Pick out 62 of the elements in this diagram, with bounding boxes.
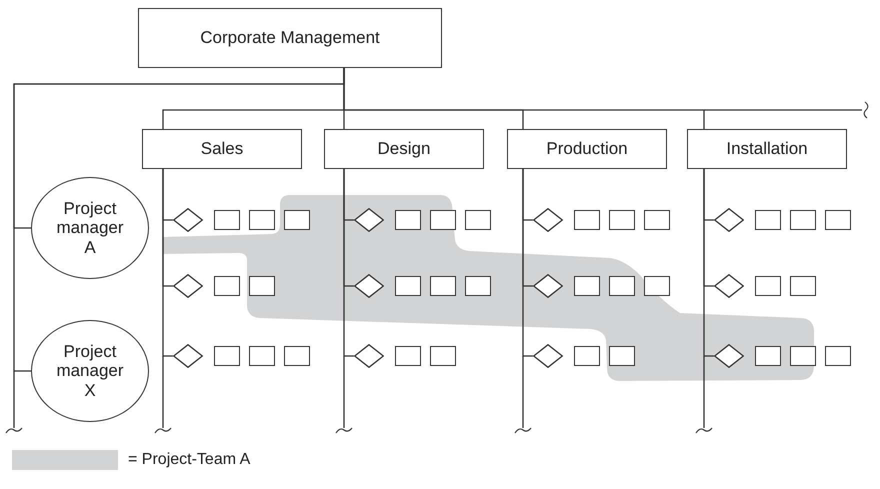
task-box (214, 210, 240, 230)
connector-line (162, 169, 173, 357)
node-label: Production (546, 139, 628, 159)
task-box (249, 210, 275, 230)
department-box (324, 129, 484, 169)
department-box (687, 129, 847, 169)
connector-line (703, 169, 714, 357)
task-box (249, 346, 275, 366)
diamond-symbol (533, 208, 563, 232)
diamond-symbol (354, 274, 384, 298)
node-label: Project manager X (55, 342, 125, 400)
task-box (609, 346, 635, 366)
node-label: Installation (726, 139, 808, 159)
diamond-symbol (173, 344, 203, 368)
task-box (430, 346, 456, 366)
task-box (790, 346, 816, 366)
task-box (430, 276, 456, 296)
diamond-symbol (173, 208, 203, 232)
connector-line (343, 169, 354, 357)
task-box (755, 210, 781, 230)
task-box (825, 346, 851, 366)
node-label: Sales (200, 139, 244, 159)
task-box (755, 346, 781, 366)
task-box (644, 210, 670, 230)
task-box (465, 276, 491, 296)
task-box (755, 276, 781, 296)
diamond-symbol (354, 344, 384, 368)
diamond-symbol (714, 274, 744, 298)
diamond-symbol (533, 274, 563, 298)
diamond-symbol (533, 344, 563, 368)
task-box (644, 276, 670, 296)
task-box (284, 210, 310, 230)
task-box (825, 210, 851, 230)
diamond-symbol (714, 344, 744, 368)
task-box (574, 346, 600, 366)
node-label: Design (378, 139, 430, 159)
task-box (395, 346, 421, 366)
department-box (507, 129, 667, 169)
task-box (790, 276, 816, 296)
diamond-symbol (714, 208, 744, 232)
task-box (395, 276, 421, 296)
task-box (214, 346, 240, 366)
task-box (790, 210, 816, 230)
task-box (249, 276, 275, 296)
task-box (609, 276, 635, 296)
management-box (138, 8, 442, 68)
node-label: Corporate Management (200, 28, 380, 48)
task-box (395, 210, 421, 230)
task-box (574, 276, 600, 296)
connector-line (522, 169, 533, 357)
connector-line (13, 68, 345, 372)
department-box (142, 129, 302, 169)
diamond-symbol (354, 208, 384, 232)
task-box (284, 346, 310, 366)
diamond-symbol (173, 274, 203, 298)
node-label: Project manager A (55, 199, 125, 257)
legend-label: = Project-Team A (128, 451, 250, 469)
task-box (465, 210, 491, 230)
task-box (214, 276, 240, 296)
task-box (574, 210, 600, 230)
task-box (430, 210, 456, 230)
task-box (609, 210, 635, 230)
